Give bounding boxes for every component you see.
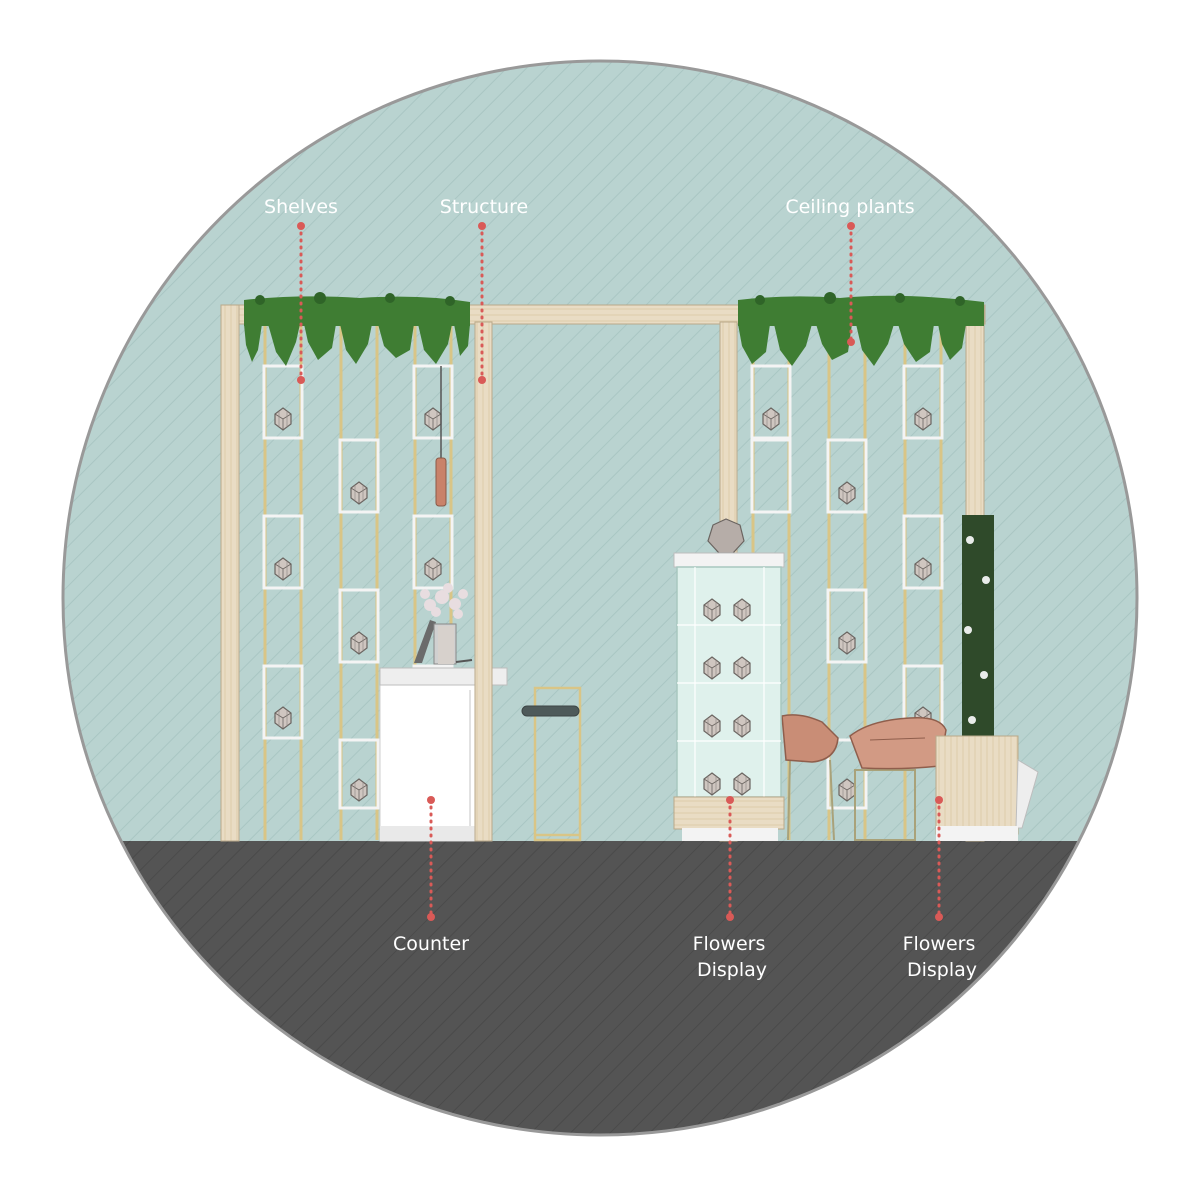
label-structure: Structure: [440, 196, 528, 218]
label-flowers-display-2-line2: Display: [907, 959, 977, 981]
callout-flowers-display-2: Flowers Display: [903, 796, 982, 981]
label-flowers-display-1-line1: Flowers: [693, 933, 766, 955]
label-flowers-display-2-line1: Flowers: [903, 933, 976, 955]
lounge-chairs: [781, 714, 947, 841]
label-ceiling-plants: Ceiling plants: [785, 196, 914, 218]
counter-marker: [427, 913, 435, 921]
callout-shelves: Shelves: [264, 196, 338, 384]
label-flowers-display-2: Flowers Display: [903, 933, 982, 981]
structure-marker: [478, 222, 486, 230]
shelves-marker: [297, 222, 305, 230]
left-shelving-unit: [262, 325, 454, 840]
label-counter: Counter: [393, 933, 469, 955]
label-shelves: Shelves: [264, 196, 338, 218]
label-flowers-display-1-line2: Display: [697, 959, 767, 981]
flowers-display-1-marker: [726, 913, 734, 921]
callout-counter: Counter: [393, 796, 469, 955]
pendant-lamp: [435, 366, 447, 507]
frame-circle: [61, 59, 1139, 1137]
glass-display-cabinet: [673, 518, 785, 841]
bar-stool: [521, 686, 582, 842]
flowers-display-2-marker: [935, 913, 943, 921]
ceiling-plants-marker: [847, 222, 855, 230]
planter-flowers-display: [935, 515, 1039, 841]
callout-ceiling-plants: Ceiling plants: [785, 196, 915, 346]
label-flowers-display-1: Flowers Display: [693, 933, 772, 981]
floor: [63, 841, 1137, 1135]
callout-flowers-display-1: Flowers Display: [693, 796, 772, 981]
callout-structure: Structure: [440, 196, 528, 384]
